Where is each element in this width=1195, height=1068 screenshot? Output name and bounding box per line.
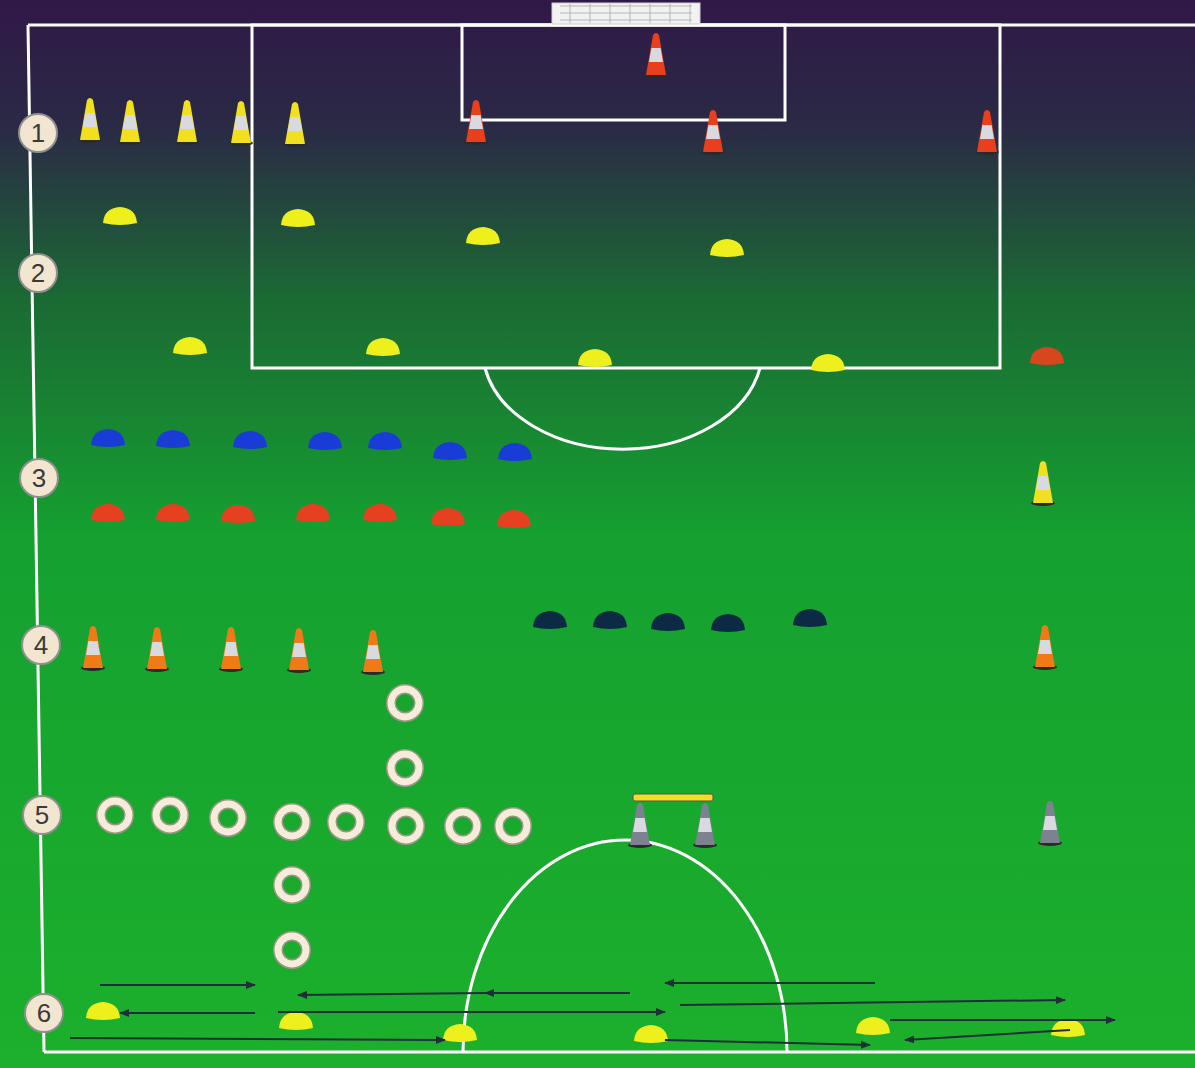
run-arrows <box>70 983 1115 1045</box>
yellow-discs <box>86 1002 1085 1043</box>
hurdle <box>628 794 717 848</box>
callout-number-text: 5 <box>35 802 49 828</box>
pitch-lines <box>28 25 1195 1052</box>
navy-discs <box>533 609 827 632</box>
callout-number: 5 <box>22 795 62 835</box>
yellow-cones <box>78 98 307 147</box>
callout-number: 6 <box>24 993 64 1033</box>
grey-cone <box>1038 801 1062 846</box>
callout-number-text: 3 <box>32 465 46 491</box>
callout-number: 1 <box>18 113 58 153</box>
callout-number-text: 4 <box>34 632 48 658</box>
red-discs <box>91 504 531 528</box>
callout-number: 3 <box>19 458 59 498</box>
orange-cones <box>81 625 1057 675</box>
agility-rings <box>101 689 527 964</box>
callout-number-text: 6 <box>37 1000 51 1026</box>
blue-discs <box>91 429 532 461</box>
yellow-cone <box>1031 461 1055 506</box>
callout-number: 4 <box>21 625 61 665</box>
red-cones <box>464 33 999 155</box>
red-disc <box>1030 347 1064 365</box>
callout-number-text: 1 <box>31 120 45 146</box>
goal <box>552 3 700 24</box>
callout-number: 2 <box>18 253 58 293</box>
yellow-discs <box>103 207 845 372</box>
callout-number-text: 2 <box>31 260 45 286</box>
